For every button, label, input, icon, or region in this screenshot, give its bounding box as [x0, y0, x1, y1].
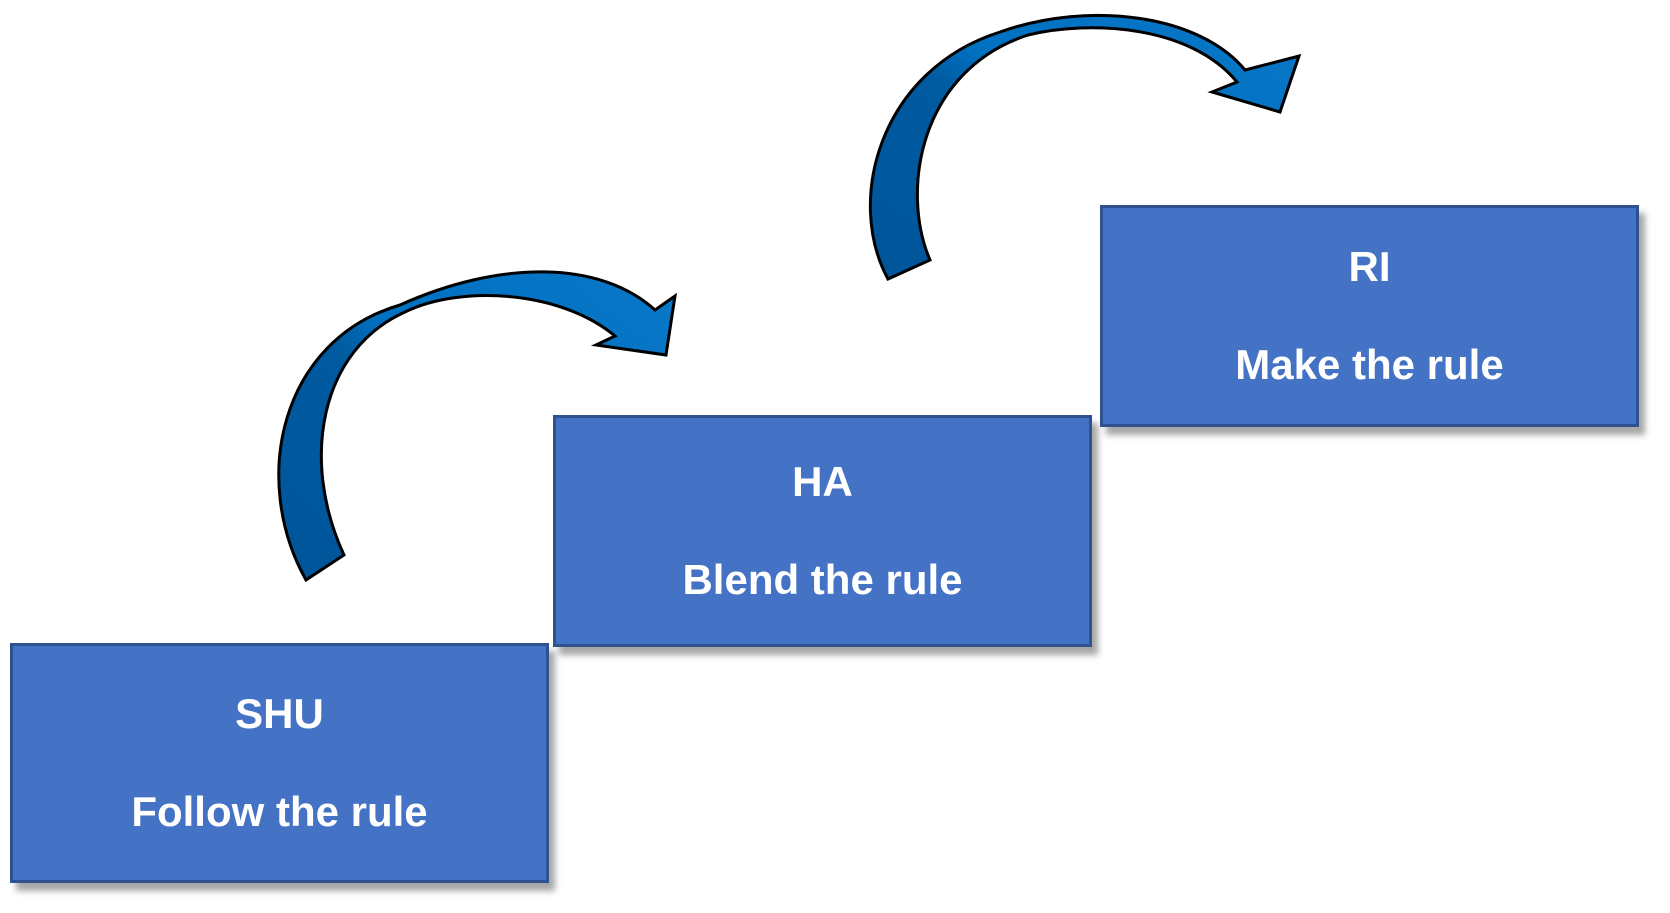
step-title: HA — [792, 458, 853, 505]
step-title: RI — [1348, 243, 1391, 290]
step-box-shu: SHU Follow the rule — [10, 643, 549, 883]
step-description: Make the rule — [1235, 341, 1504, 388]
step-description: Blend the rule — [682, 556, 963, 603]
step-title: SHU — [235, 690, 324, 737]
step-box-ri: RI Make the rule — [1100, 205, 1639, 427]
step-box-ha: HA Blend the rule — [553, 415, 1092, 647]
step-description: Follow the rule — [131, 788, 428, 835]
